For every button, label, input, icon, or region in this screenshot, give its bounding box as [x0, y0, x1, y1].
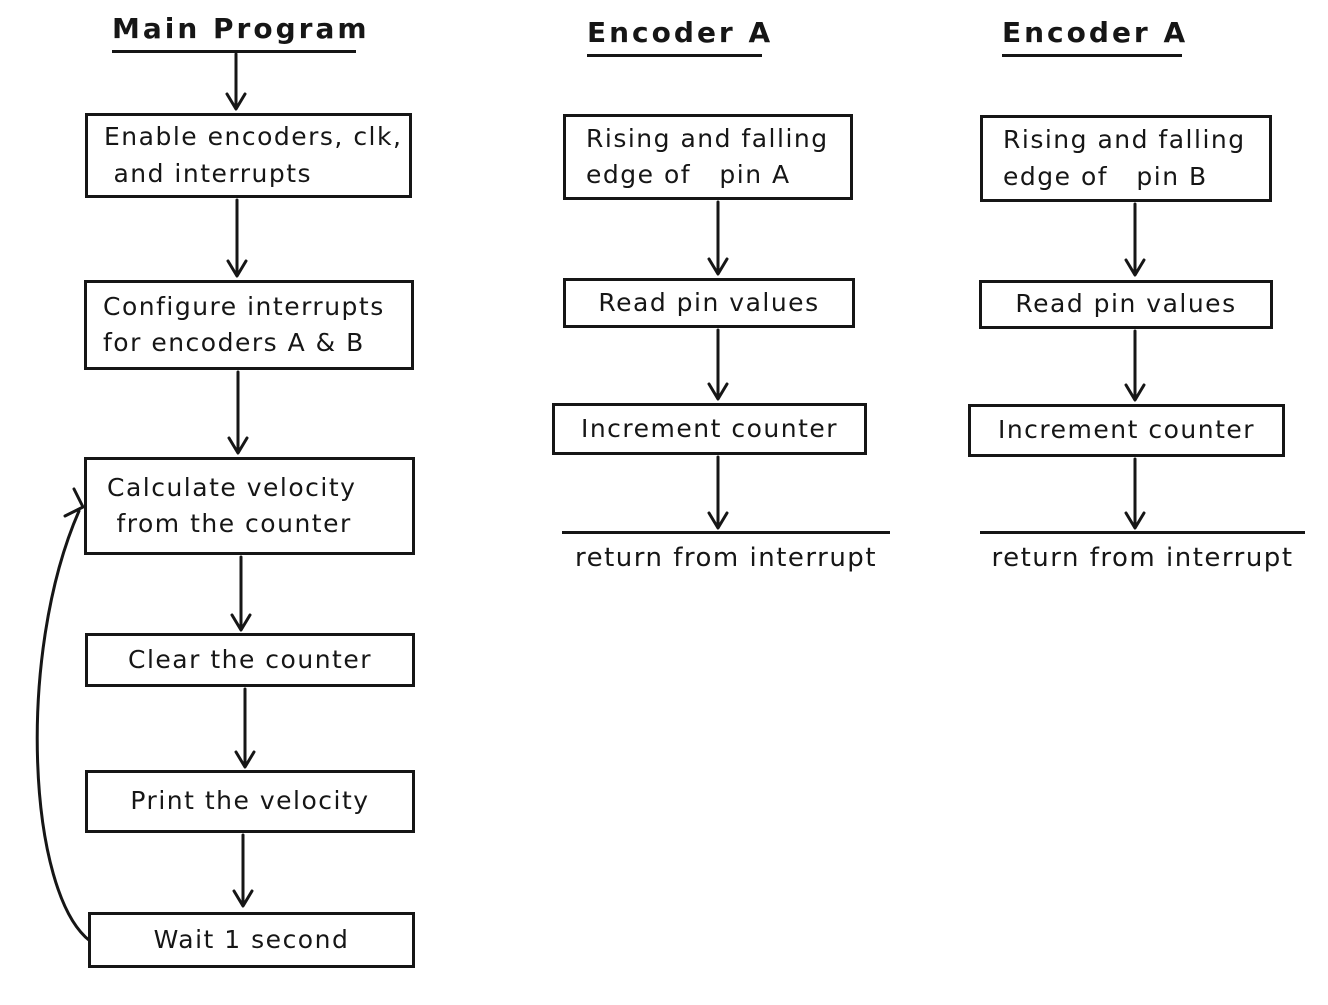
arrowhead-down-icon: [1124, 511, 1146, 530]
flow-box-enable-encoders: Enable encoders, clk, and interrupts: [85, 113, 412, 198]
flow-box-label: Increment counter: [997, 415, 1256, 445]
flow-box-label: Print the velocity: [130, 786, 370, 816]
arrowhead-down-icon: [230, 613, 252, 632]
loop-arrow-wait-to-calculate: [35, 509, 92, 943]
flow-box-label: Clear the counter: [128, 644, 372, 674]
flow-box-label: Read pin values: [598, 287, 820, 317]
arrowhead-down-icon: [227, 436, 249, 455]
flow-box-rising-falling-pin-b: Rising and falling edge of pin B: [980, 115, 1272, 202]
terminal-return-from-interrupt-a: return from interrupt: [562, 531, 890, 573]
flow-box-print-velocity: Print the velocity: [85, 770, 415, 833]
column-title-main-program: Main Program: [112, 12, 367, 53]
flow-box-wait-1-second: Wait 1 second: [88, 912, 415, 968]
flow-box-label: Increment counter: [580, 413, 839, 443]
flow-box-calculate-velocity: Calculate velocity from the counter: [84, 457, 415, 555]
arrowhead-right-icon: [63, 487, 85, 518]
flow-box-increment-counter-a: Increment counter: [552, 403, 867, 455]
flow-box-label: Rising and falling edge of pin A: [586, 123, 829, 189]
arrowhead-down-icon: [232, 889, 254, 908]
arrowhead-down-icon: [1124, 258, 1146, 277]
terminal-return-from-interrupt-b: return from interrupt: [980, 531, 1305, 573]
column-title-encoder-a: Encoder A: [587, 16, 770, 57]
flow-box-read-pin-values-a: Read pin values: [563, 278, 855, 328]
flow-box-label: Calculate velocity from the counter: [107, 472, 357, 538]
arrowhead-down-icon: [225, 92, 247, 111]
arrowhead-down-icon: [707, 382, 729, 401]
flow-box-increment-counter-b: Increment counter: [968, 404, 1285, 457]
flow-box-rising-falling-pin-a: Rising and falling edge of pin A: [563, 114, 853, 200]
flow-box-read-pin-values-b: Read pin values: [979, 280, 1273, 329]
arrowhead-down-icon: [1124, 383, 1146, 402]
flow-box-label: Enable encoders, clk, and interrupts: [104, 122, 403, 188]
flow-box-configure-interrupts: Configure interrupts for encoders A & B: [84, 280, 414, 370]
arrowhead-down-icon: [234, 750, 256, 769]
arrowhead-down-icon: [707, 257, 729, 276]
flow-box-label: Rising and falling edge of pin B: [1003, 125, 1246, 191]
flow-box-label: Wait 1 second: [153, 924, 350, 954]
column-title-encoder-b: Encoder A: [1002, 16, 1185, 57]
flow-box-clear-counter: Clear the counter: [85, 633, 415, 687]
arrowhead-down-icon: [226, 259, 248, 278]
flow-box-label: Configure interrupts for encoders A & B: [103, 291, 385, 357]
arrowhead-down-icon: [707, 511, 729, 530]
flow-box-label: Read pin values: [1015, 289, 1237, 319]
